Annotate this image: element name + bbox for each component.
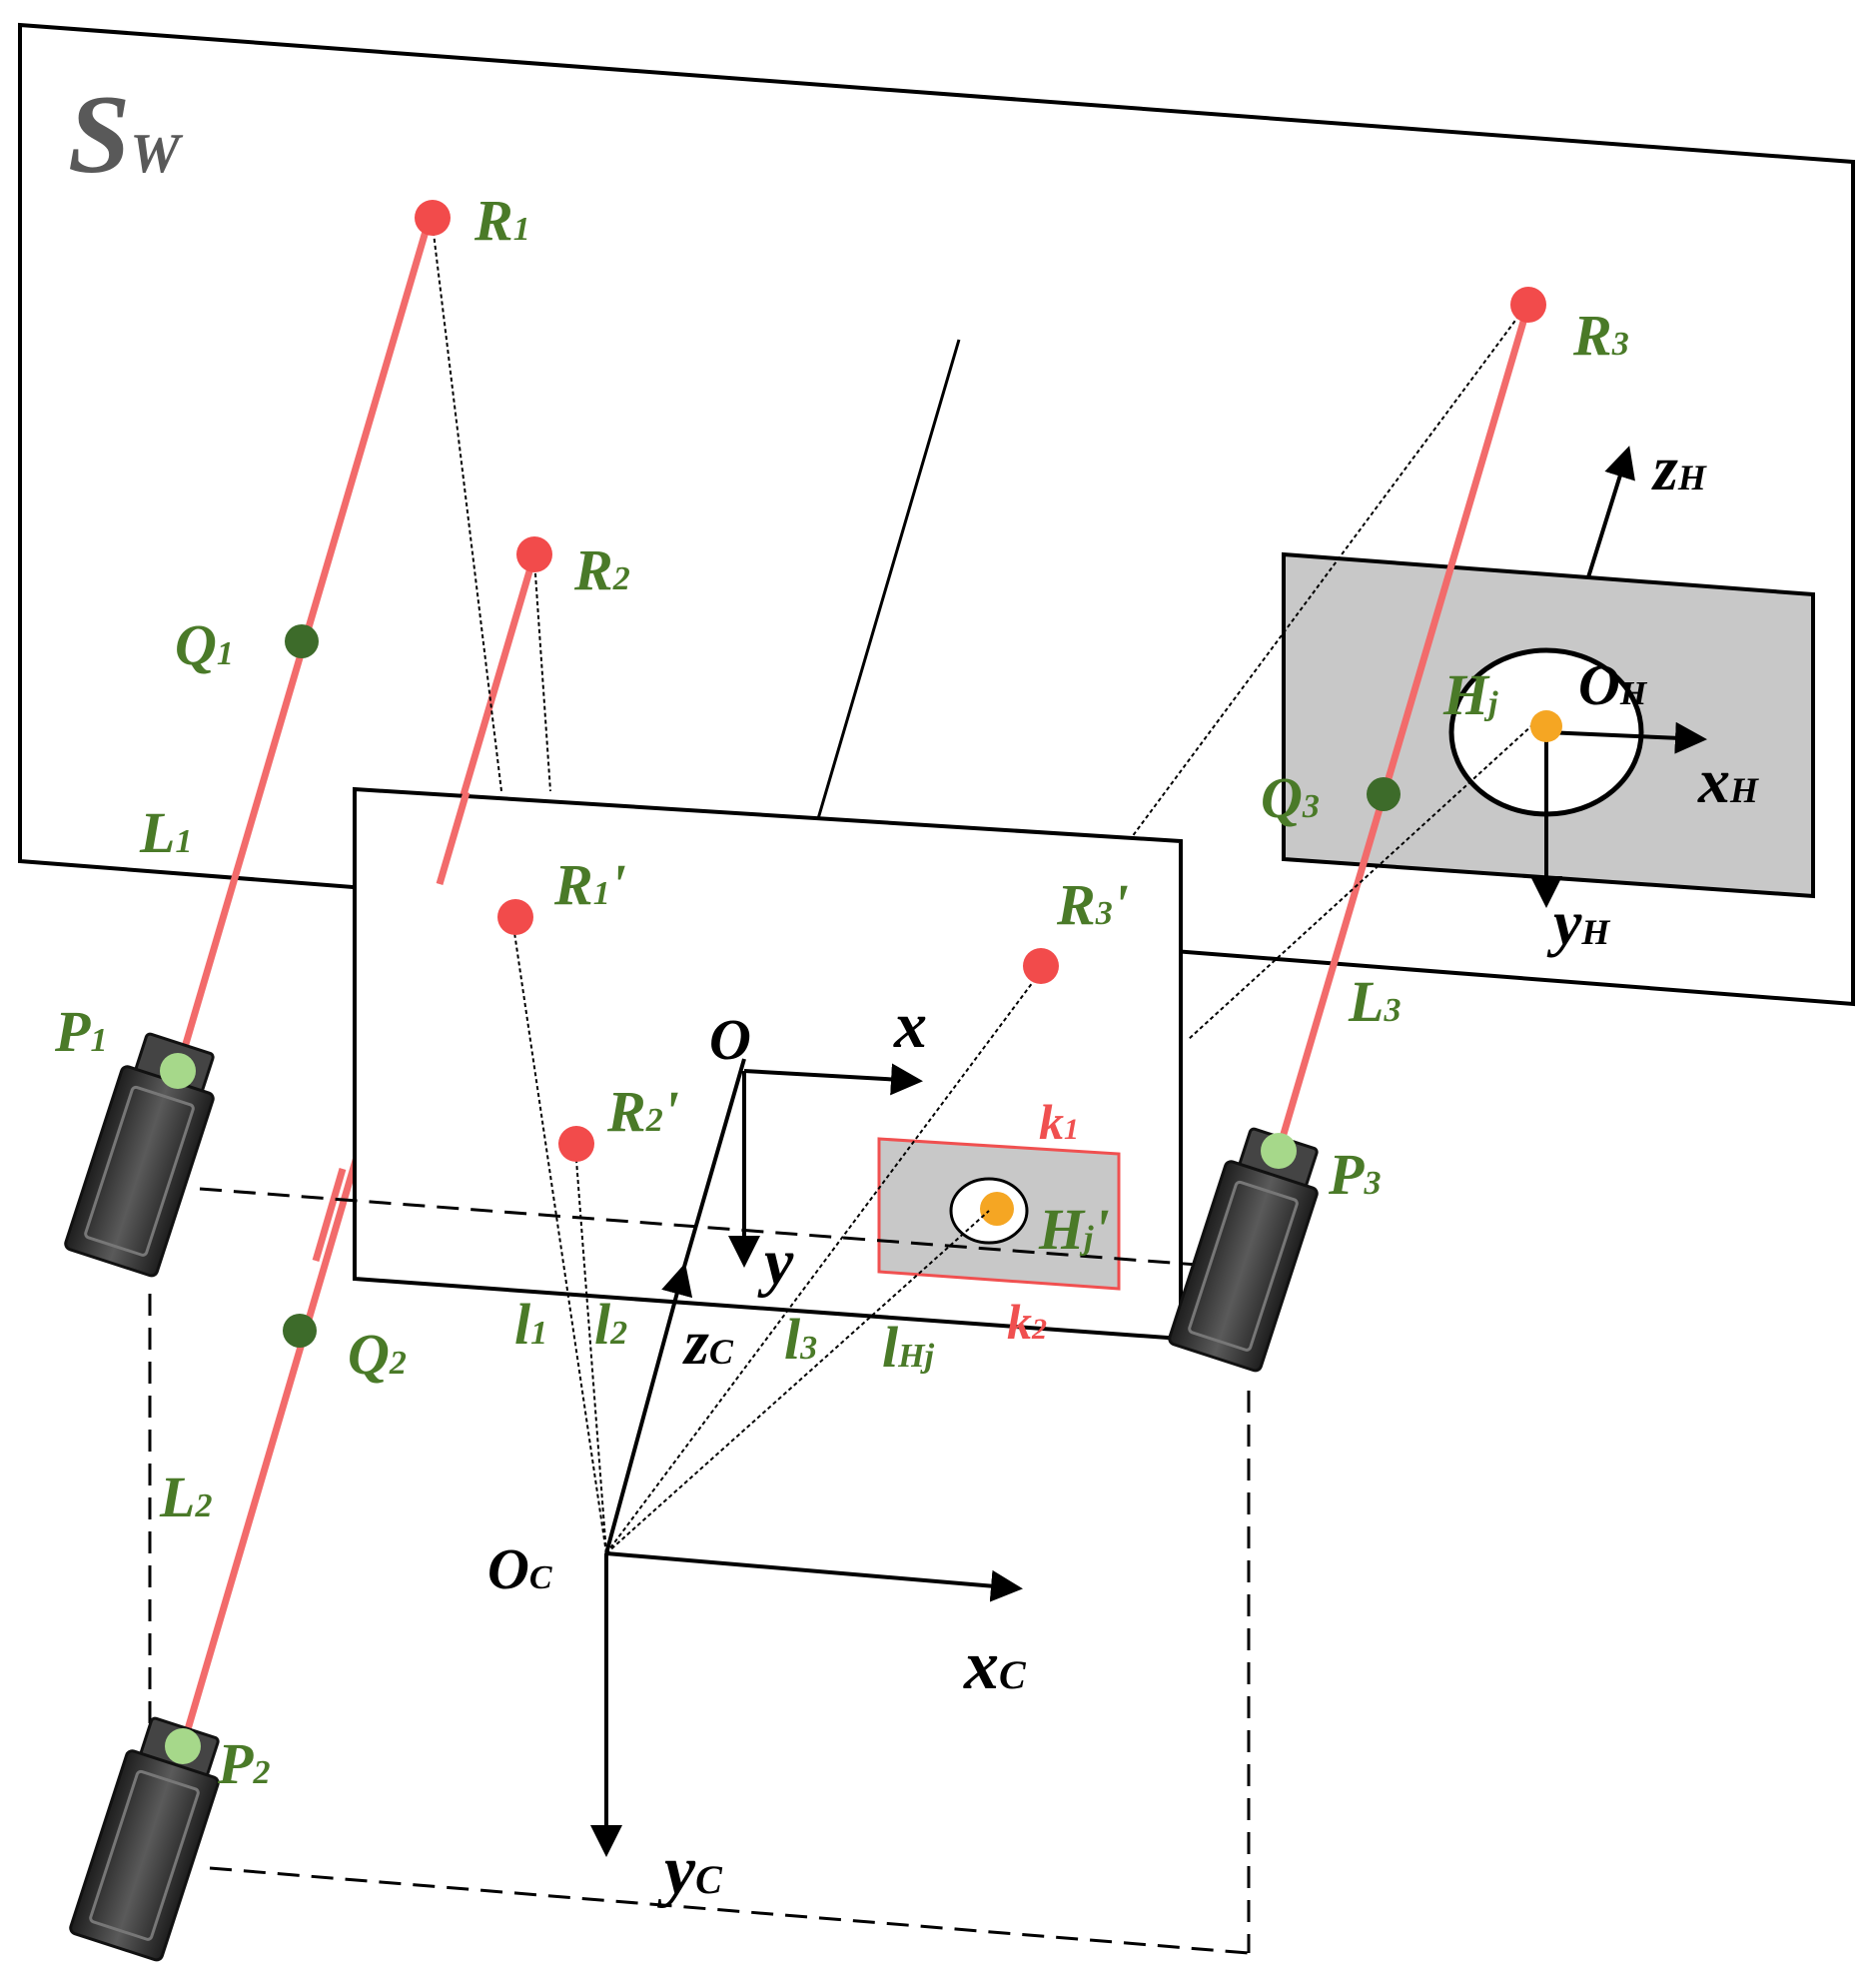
label-k2: k2 [1007, 1294, 1047, 1350]
point-q1 [285, 624, 319, 658]
label-x: x [893, 989, 927, 1062]
label-p1: P1 [54, 999, 107, 1064]
image-hole-center [980, 1192, 1014, 1226]
label-r3-prime: R3' [1056, 872, 1129, 937]
point-q3 [1367, 777, 1401, 811]
optical-axis-upper [815, 339, 961, 823]
camera-1 [64, 1032, 215, 1278]
xh-axis [1545, 721, 1707, 754]
label-q1: Q1 [175, 612, 234, 677]
label-zh: zH [1651, 433, 1707, 503]
point-r2 [516, 536, 552, 572]
label-l1: L1 [139, 800, 192, 865]
label-r1: R1 [473, 188, 530, 253]
label-r2: R2 [573, 537, 630, 602]
label-l3: L3 [1348, 969, 1401, 1034]
label-q3: Q3 [1261, 765, 1320, 830]
laser-line-3 [1275, 304, 1532, 1152]
label-t1: l1 [514, 1292, 547, 1357]
label-oh: OH [1578, 652, 1648, 717]
label-oc: OC [487, 1536, 552, 1601]
point-r1 [415, 200, 451, 236]
point-r3 [1510, 287, 1546, 323]
point-p3 [1261, 1133, 1297, 1169]
label-l2: L2 [159, 1465, 212, 1529]
camera-2 [69, 1716, 220, 1962]
label-thj: lHj [882, 1315, 935, 1380]
label-hj: Hj [1442, 662, 1498, 727]
world-hole-center [1530, 710, 1562, 742]
image-x-axis [743, 1063, 923, 1096]
point-p2 [165, 1728, 201, 1764]
zh-axis [1586, 446, 1635, 578]
label-zc: zC [682, 1307, 734, 1378]
label-q2: Q2 [348, 1322, 407, 1387]
label-p2: P2 [217, 1731, 270, 1796]
camera-3 [1168, 1127, 1319, 1373]
point-q2 [283, 1314, 317, 1348]
point-p1 [160, 1053, 196, 1089]
label-r3: R3 [1572, 303, 1629, 368]
label-sw: SW [68, 73, 184, 197]
label-xc: xC [963, 1627, 1027, 1704]
point-r2-prime [558, 1126, 594, 1162]
label-t2: l2 [594, 1292, 627, 1357]
label-y: y [757, 1226, 794, 1299]
label-hj-prime: Hj' [1038, 1197, 1110, 1262]
label-yc: yC [657, 1832, 723, 1909]
label-o: O [709, 1007, 751, 1072]
point-r1-prime [497, 899, 533, 935]
point-r3-prime [1023, 948, 1059, 984]
label-t3: l3 [784, 1307, 817, 1372]
label-k1: k1 [1039, 1094, 1079, 1150]
label-r1-prime: R1' [553, 852, 626, 917]
label-r2-prime: R2' [606, 1079, 679, 1144]
zc-axis [604, 1263, 693, 1554]
label-p3: P3 [1328, 1142, 1381, 1207]
label-xh: xH [1697, 745, 1759, 816]
xc-axis [605, 1551, 1023, 1602]
